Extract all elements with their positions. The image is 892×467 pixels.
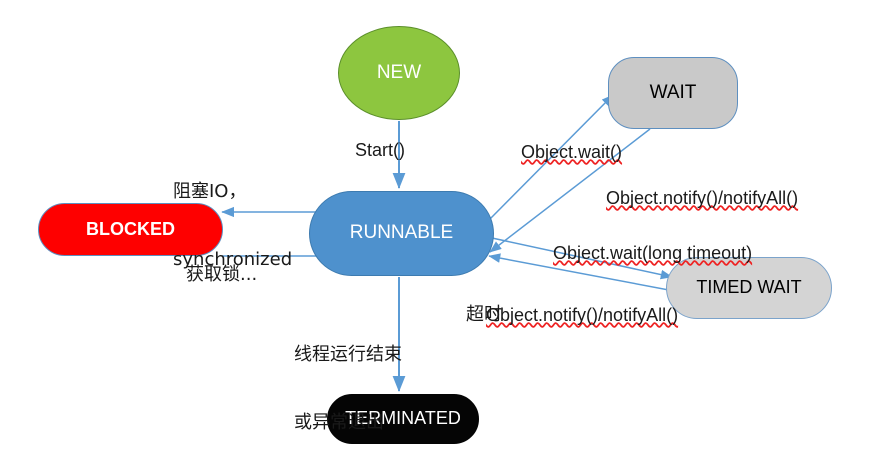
edge-label-blocked-io-line1: 阻塞IO， [173,181,247,202]
node-runnable-label: RUNNABLE [349,222,454,244]
edge-label-object-notify-2: Object.notify()/notifyAll() [466,281,678,349]
edge-label-thread-end-line1: 线程运行结束 [294,344,402,365]
node-runnable[interactable]: RUNNABLE [309,191,494,276]
edge-label-object-wait: Object.wait() [501,118,622,186]
edge-label-blocked-io: 阻塞IO， synchronized [173,136,292,316]
node-terminated-label: TERMINATED [345,408,461,429]
node-new[interactable]: NEW [338,26,460,120]
edge-runnable-to-wait [486,94,614,223]
node-wait-label: WAIT [649,81,697,103]
node-timed-wait-label: TIMED WAIT [696,277,802,298]
edge-label-thread-end-line2: 或异常退出 [294,411,384,433]
node-wait[interactable]: WAIT [608,57,738,129]
edge-label-acquire-lock: 获取锁... [186,264,258,285]
edge-label-object-notify-text: Object.notify()/notifyAll() [606,187,799,208]
edge-label-thread-end: 线程运行结束 或异常退出 [294,299,402,467]
node-new-label: NEW [376,61,422,83]
edge-label-object-notify-2-text: Object.notify()/notifyAll() [486,304,679,325]
edge-runnable-to-timed-wait [491,237,673,280]
edge-label-object-notify: Object.notify()/notifyAll() [586,164,798,232]
edge-label-object-wait-timeout-text: Object.wait(long timeout) [553,242,753,263]
edge-timed-wait-to-runnable [488,253,691,295]
edge-label-blocked-io-line2: synchronized [173,248,293,270]
edge-label-timeout: 超时 [466,304,502,325]
node-terminated[interactable]: TERMINATED [327,394,479,444]
edge-wait-to-runnable [489,128,651,253]
edge-label-start: Start() [355,140,406,160]
edge-label-object-wait-text: Object.wait() [521,141,623,162]
edge-label-object-wait-timeout: Object.wait(long timeout) [533,219,752,287]
node-timed-wait[interactable]: TIMED WAIT [666,257,832,319]
node-blocked-label: BLOCKED [86,218,175,239]
node-blocked[interactable]: BLOCKED [38,203,223,256]
